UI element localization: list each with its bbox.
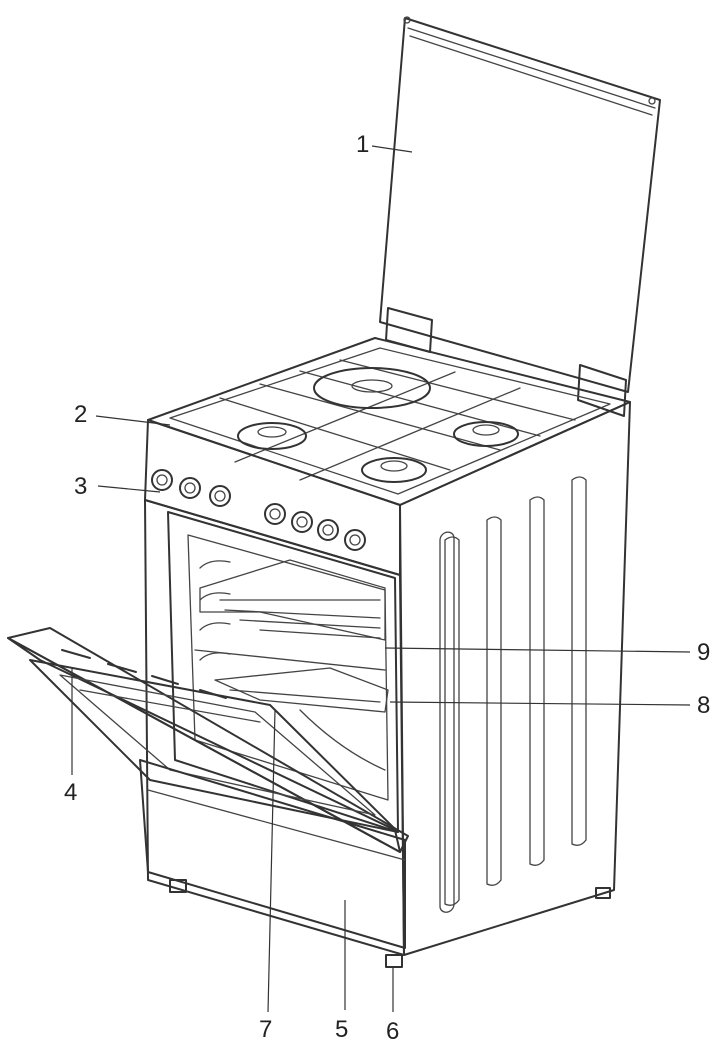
callout-2: 2 <box>74 401 87 428</box>
callout-4: 4 <box>64 779 77 806</box>
callout-5: 5 <box>335 1016 348 1043</box>
callout-6: 6 <box>386 1018 399 1045</box>
cooker-side-panel <box>399 401 631 956</box>
callout-labels: 1 2 3 4 5 6 7 8 9 <box>64 131 710 1045</box>
callout-8: 8 <box>697 692 710 719</box>
adjustable-foot <box>169 879 611 968</box>
callout-3: 3 <box>74 473 87 500</box>
control-knob[interactable] <box>151 469 173 491</box>
callout-9: 9 <box>697 639 710 666</box>
control-knob[interactable] <box>291 511 313 533</box>
oven-tray <box>214 667 389 713</box>
control-knob[interactable] <box>344 529 366 551</box>
callout-1: 1 <box>356 131 369 158</box>
control-knob[interactable] <box>179 477 201 499</box>
control-knob[interactable] <box>317 519 339 541</box>
control-knob[interactable] <box>264 503 286 525</box>
oven-door[interactable] <box>7 627 409 853</box>
glass-lid <box>379 16 661 417</box>
oven-wire-shelf <box>194 559 386 671</box>
oven-front <box>144 499 405 956</box>
control-panel <box>144 419 401 576</box>
storage-drawer[interactable] <box>139 759 406 949</box>
hob-top <box>147 337 631 506</box>
control-knob[interactable] <box>209 485 231 507</box>
callout-7: 7 <box>259 1016 272 1043</box>
leader-lines <box>71 145 691 1013</box>
